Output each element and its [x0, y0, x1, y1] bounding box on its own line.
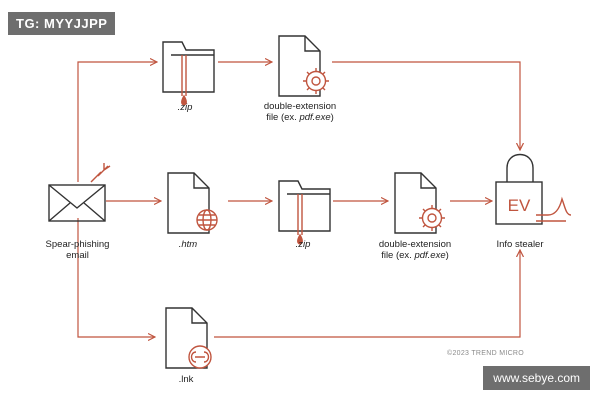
- double-extension-top-example: pdf.exe: [299, 112, 331, 123]
- info-stealer-label: Info stealer: [480, 239, 560, 250]
- lnk-text: .lnk: [178, 374, 194, 385]
- folder-zip-icon: [278, 180, 331, 245]
- double-extension-top-line1: double-extension: [263, 101, 337, 112]
- arrow-double-ext-top-to-stealer: [332, 61, 520, 150]
- padlock-icon: [495, 153, 572, 225]
- double-extension-mid-label: double-extension file (ex. pdf.exe): [370, 239, 460, 261]
- folder-zip-icon: [162, 41, 215, 106]
- double-extension-mid-prefix: file (ex.: [381, 250, 415, 261]
- lnk-label: .lnk: [151, 374, 221, 385]
- zip-top-text: .zip: [177, 102, 193, 113]
- email-line1: Spear-phishing: [45, 239, 110, 250]
- watermark-top-left: TG: MYYJJPP: [8, 12, 116, 35]
- double-extension-top-suffix: ): [330, 112, 334, 123]
- double-extension-mid-suffix: ): [445, 250, 449, 261]
- gear-file-icon: [278, 35, 329, 97]
- zip-mid-label: .zip: [268, 239, 338, 250]
- connectors: [77, 61, 520, 338]
- copyright-text: ©2023 TREND MICRO: [447, 350, 525, 357]
- envelope-icon: [48, 163, 111, 222]
- htm-text: .htm: [178, 239, 198, 250]
- email-label: Spear-phishing email: [30, 239, 125, 261]
- watermark-website: www.sebye.com: [483, 366, 590, 390]
- info-stealer-text: Info stealer: [496, 239, 544, 250]
- double-extension-mid-example: pdf.exe: [414, 250, 446, 261]
- arrow-lnk-to-stealer: [214, 250, 520, 338]
- email-line2: email: [66, 250, 89, 261]
- link-file-icon: [165, 307, 212, 369]
- globe-file-icon: [167, 172, 218, 234]
- htm-label: .htm: [153, 239, 223, 250]
- double-extension-mid-line2: file (ex. pdf.exe): [370, 250, 460, 261]
- zip-top-label: .zip: [150, 102, 220, 113]
- double-extension-top-prefix: file (ex.: [266, 112, 300, 123]
- double-extension-top-label: double-extension file (ex. pdf.exe): [255, 101, 345, 123]
- double-extension-mid-line1: double-extension: [378, 239, 452, 250]
- arrow-email-to-lnk: [77, 218, 155, 337]
- zip-mid-text: .zip: [295, 239, 311, 250]
- double-extension-top-line2: file (ex. pdf.exe): [255, 112, 345, 123]
- info-stealer-badge-text: EV: [508, 196, 531, 215]
- gear-file-icon: [394, 172, 445, 234]
- arrow-email-to-zip-top: [77, 62, 157, 182]
